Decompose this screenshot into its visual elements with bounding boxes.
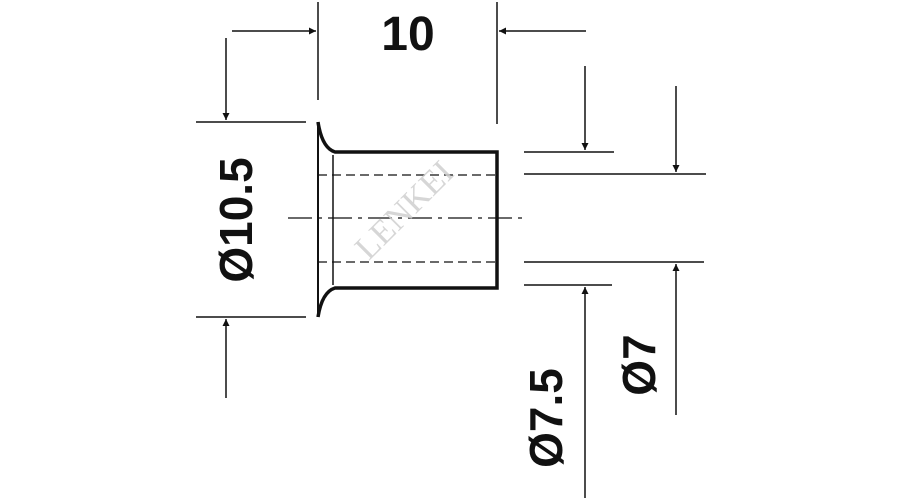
bore-inner-dimension <box>524 86 706 415</box>
flange-diameter-dimension <box>196 38 306 398</box>
length-dimension <box>232 2 586 124</box>
bore-outer-dimension <box>524 66 614 498</box>
bore-outer-diameter-label: Ø7.5 <box>520 368 572 468</box>
sleeve-body <box>288 121 522 318</box>
length-dimension-label: 10 <box>381 8 434 61</box>
watermark-text: LENKEI <box>348 154 461 267</box>
sleeve-outline <box>316 121 499 318</box>
bore-inner-diameter-label: Ø7 <box>613 334 665 395</box>
flange-diameter-label: Ø10.5 <box>210 157 262 282</box>
